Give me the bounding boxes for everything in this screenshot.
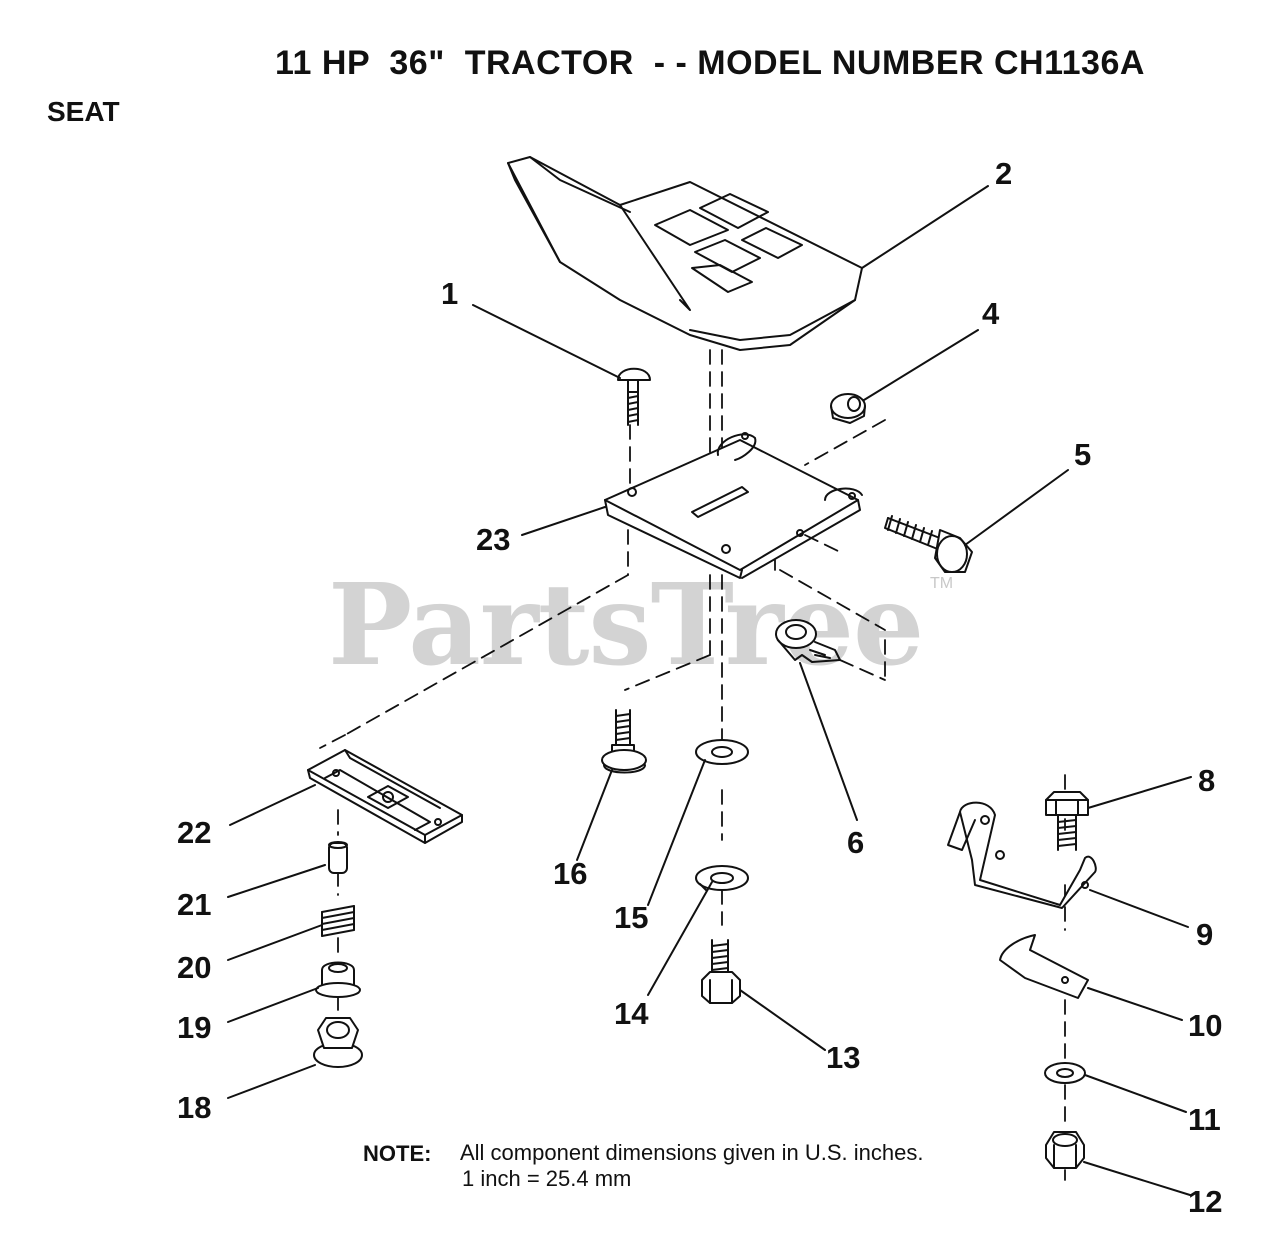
note-line-1: All component dimensions given in U.S. i… <box>460 1140 924 1165</box>
part-number-12: 12 <box>1188 1184 1223 1219</box>
note-label: NOTE: <box>363 1141 432 1166</box>
watermark: PartsTree <box>328 560 924 691</box>
part-number-10: 10 <box>1188 1008 1223 1043</box>
part-number-8: 8 <box>1198 763 1216 798</box>
angle-bracket-part <box>947 801 1097 909</box>
part-number-5: 5 <box>1074 437 1092 472</box>
seat-bracket-part <box>604 432 863 579</box>
spring-part <box>321 905 355 937</box>
washer-15-part <box>695 739 749 765</box>
leader-lines <box>227 185 1192 1196</box>
part-number-23: 23 <box>476 522 511 557</box>
part-number-15: 15 <box>614 900 649 935</box>
flanged-bushing-part <box>315 961 361 998</box>
note-line-2: 1 inch = 25.4 mm <box>462 1166 632 1191</box>
part-number-21: 21 <box>177 887 212 922</box>
shoulder-bolt-part <box>884 515 973 573</box>
part-number-9: 9 <box>1196 917 1214 952</box>
latch-plate-part <box>307 749 463 844</box>
spring-clip-part <box>999 934 1089 999</box>
lock-nut-part <box>1045 1131 1085 1169</box>
part-number-4: 4 <box>982 296 1000 331</box>
part-number-16: 16 <box>553 856 588 891</box>
part-number-14: 14 <box>614 996 649 1031</box>
part-number-13: 13 <box>826 1040 861 1075</box>
lock-washer-14-part <box>695 865 749 891</box>
flange-nut-part <box>313 1017 363 1068</box>
hex-bolt-8-part <box>1045 791 1089 851</box>
watermark-trademark: TM <box>930 575 954 592</box>
pin-part <box>328 841 348 874</box>
shoulder-bolt-16-part <box>601 709 647 774</box>
part-number-11: 11 <box>1188 1102 1221 1137</box>
section-title: SEAT <box>47 96 120 127</box>
washer-11-part <box>1044 1062 1086 1084</box>
seat-part <box>507 156 863 351</box>
clip-part <box>775 619 841 663</box>
hex-bolt-13-part <box>701 939 741 1004</box>
nut-part <box>830 393 866 424</box>
part-number-1: 1 <box>441 276 459 311</box>
carriage-bolt-part <box>617 367 651 426</box>
part-number-2: 2 <box>995 156 1013 191</box>
part-number-22: 22 <box>177 815 212 850</box>
page-title: 11 HP 36" TRACTOR - - MODEL NUMBER CH113… <box>275 44 1145 82</box>
part-number-18: 18 <box>177 1090 212 1125</box>
part-number-6: 6 <box>847 825 865 860</box>
part-number-19: 19 <box>177 1010 212 1045</box>
part-number-20: 20 <box>177 950 212 985</box>
